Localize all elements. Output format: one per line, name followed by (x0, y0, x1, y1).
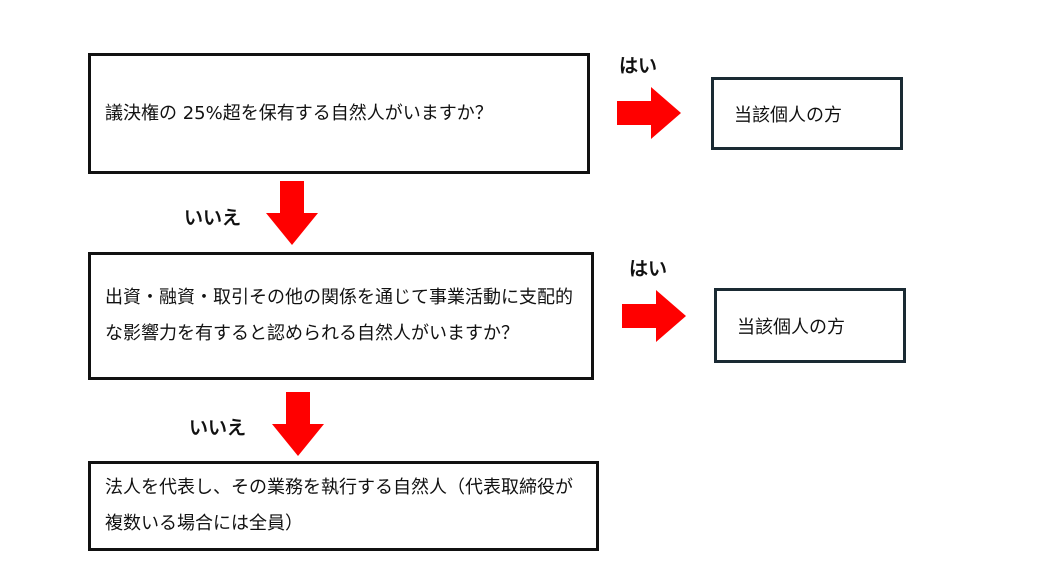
question-box-1: 議決権の 25%超を保有する自然人がいますか？ (88, 53, 590, 174)
yes-label-1: はい (619, 55, 658, 77)
question-1-text: 議決権の 25%超を保有する自然人がいますか？ (105, 102, 493, 124)
yes-arrow-2 (622, 290, 686, 342)
question-box-2: 出資・融資・取引その他の関係を通じて事業活動に支配的な影響力を有すると認められる… (88, 252, 594, 380)
final-box-text: 法人を代表し、その業務を執行する自然人（代表取締役が複数いる場合には全員） (105, 477, 573, 534)
no-label-1: いいえ (184, 207, 242, 229)
final-box: 法人を代表し、その業務を執行する自然人（代表取締役が複数いる場合には全員） (88, 461, 599, 551)
answer-1-text: 当該個人の方 (734, 104, 842, 126)
yes-label-2: はい (629, 258, 668, 280)
yes-arrow-1 (617, 87, 681, 139)
no-label-2: いいえ (189, 417, 247, 439)
question-2-text: 出資・融資・取引その他の関係を通じて事業活動に支配的な影響力を有すると認められる… (105, 287, 573, 344)
no-arrow-1 (266, 181, 318, 245)
answer-2-text: 当該個人の方 (737, 316, 845, 338)
answer-box-1: 当該個人の方 (711, 77, 903, 150)
answer-box-2: 当該個人の方 (714, 288, 906, 363)
no-arrow-2 (272, 392, 324, 456)
